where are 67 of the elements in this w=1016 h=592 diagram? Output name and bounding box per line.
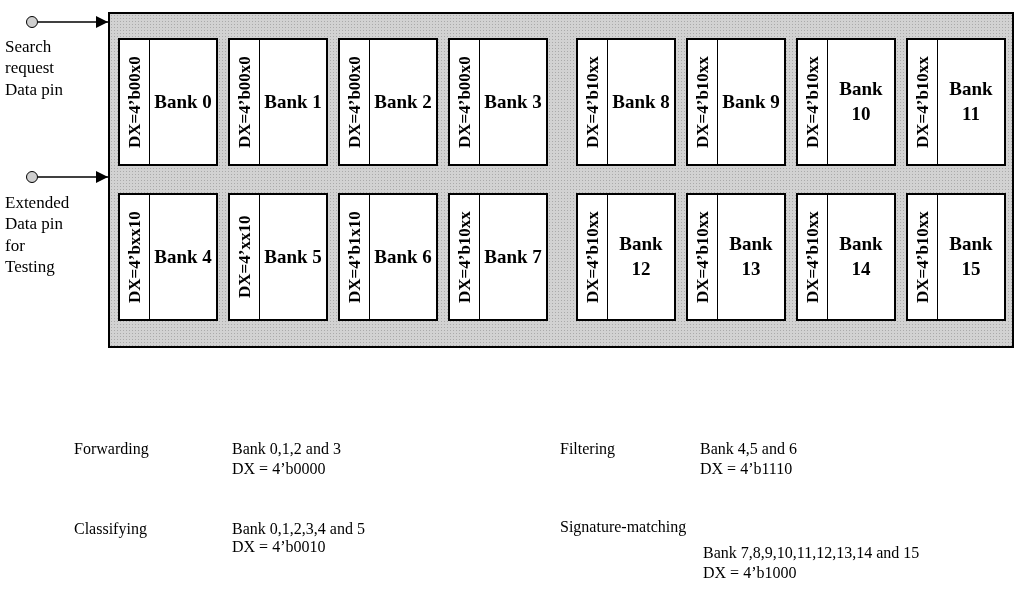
note-text: Bank 0,1,2,3,4 and 5 — [232, 520, 365, 538]
note-text: Filtering — [560, 440, 616, 458]
bank-label: Bank 13 — [728, 232, 774, 281]
note-text: Classifying — [74, 520, 147, 538]
dx-condition-label: DX=4’b10xx — [578, 40, 608, 164]
memory-bank-box — [686, 38, 786, 166]
memory-bank-box — [796, 38, 896, 166]
pin-circle — [26, 171, 38, 183]
bank-label: Bank 15 — [948, 232, 994, 281]
dx-condition-label: DX=4’b10xx — [578, 195, 608, 319]
memory-bank-box — [906, 193, 1006, 321]
memory-bank-box — [228, 193, 328, 321]
dx-condition-label: DX=4’bxx10 — [120, 195, 150, 319]
bank-label: Bank 7 — [483, 244, 543, 269]
bank-label: Bank 3 — [483, 89, 543, 114]
bank-label: Bank 5 — [263, 244, 323, 269]
note-text: Bank 0,1,2 and 3 — [232, 440, 341, 458]
note-text: DX = 4’b0000 — [232, 460, 326, 478]
note-text: DX = 4’b1000 — [703, 564, 797, 582]
dx-condition-label: DX=4’b10xx — [908, 195, 938, 319]
memory-bank-box — [686, 193, 786, 321]
bank-label: Bank 6 — [373, 244, 433, 269]
bank-label: Bank 8 — [611, 89, 671, 114]
bank-label: Bank 1 — [263, 89, 323, 114]
bank-label: Bank 10 — [838, 77, 884, 126]
bank-label: Bank 14 — [838, 232, 884, 281]
pin-label: Extended Data pin for Testing — [5, 192, 71, 277]
pin-circle — [26, 16, 38, 28]
dx-condition-label: DX=4’b10xx — [798, 40, 828, 164]
dx-condition-label: DX=4’b10xx — [798, 195, 828, 319]
dx-condition-label: DX=4’xx10 — [230, 195, 260, 319]
memory-bank-box — [796, 193, 896, 321]
note-text: Signature-matching — [560, 518, 687, 536]
arrow — [37, 16, 109, 28]
bank-label: Bank 0 — [153, 89, 213, 114]
dx-condition-label: DX=4’b10xx — [688, 195, 718, 319]
dx-condition-label: DX=4’b10xx — [450, 195, 480, 319]
memory-bank-box — [448, 193, 548, 321]
note-text: DX = 4’b1110 — [700, 460, 793, 478]
dx-condition-label: DX=4’b00x0 — [450, 40, 480, 164]
dx-condition-label: DX=4’b10xx — [908, 40, 938, 164]
memory-bank-box — [448, 38, 548, 166]
memory-bank-box — [906, 38, 1006, 166]
memory-bank-box — [118, 193, 218, 321]
pin-label: Search request Data pin — [5, 36, 65, 100]
dx-condition-label: DX=4’b00x0 — [340, 40, 370, 164]
memory-bank-box — [118, 38, 218, 166]
memory-bank-box — [576, 38, 676, 166]
dx-condition-label: DX=4’b00x0 — [230, 40, 260, 164]
note-text: Bank 7,8,9,10,11,12,13,14 and 15 — [703, 544, 920, 562]
memory-bank-box — [576, 193, 676, 321]
memory-bank-box — [338, 193, 438, 321]
bank-label: Bank 2 — [373, 89, 433, 114]
dx-condition-label: DX=4’b10xx — [688, 40, 718, 164]
dx-condition-label: DX=4’b00x0 — [120, 40, 150, 164]
note-text: Bank 4,5 and 6 — [700, 440, 797, 458]
note-text: Forwarding — [74, 440, 149, 458]
bank-label: Bank 11 — [948, 77, 994, 126]
memory-bank-box — [338, 38, 438, 166]
bank-label: Bank 12 — [618, 232, 664, 281]
dx-condition-label: DX=4’b1x10 — [340, 195, 370, 319]
bank-label: Bank 4 — [153, 244, 213, 269]
bank-label: Bank 9 — [721, 89, 781, 114]
arrow — [37, 171, 109, 183]
bank-array-panel — [108, 12, 1014, 348]
note-text: DX = 4’b0010 — [232, 538, 326, 556]
memory-bank-box — [228, 38, 328, 166]
